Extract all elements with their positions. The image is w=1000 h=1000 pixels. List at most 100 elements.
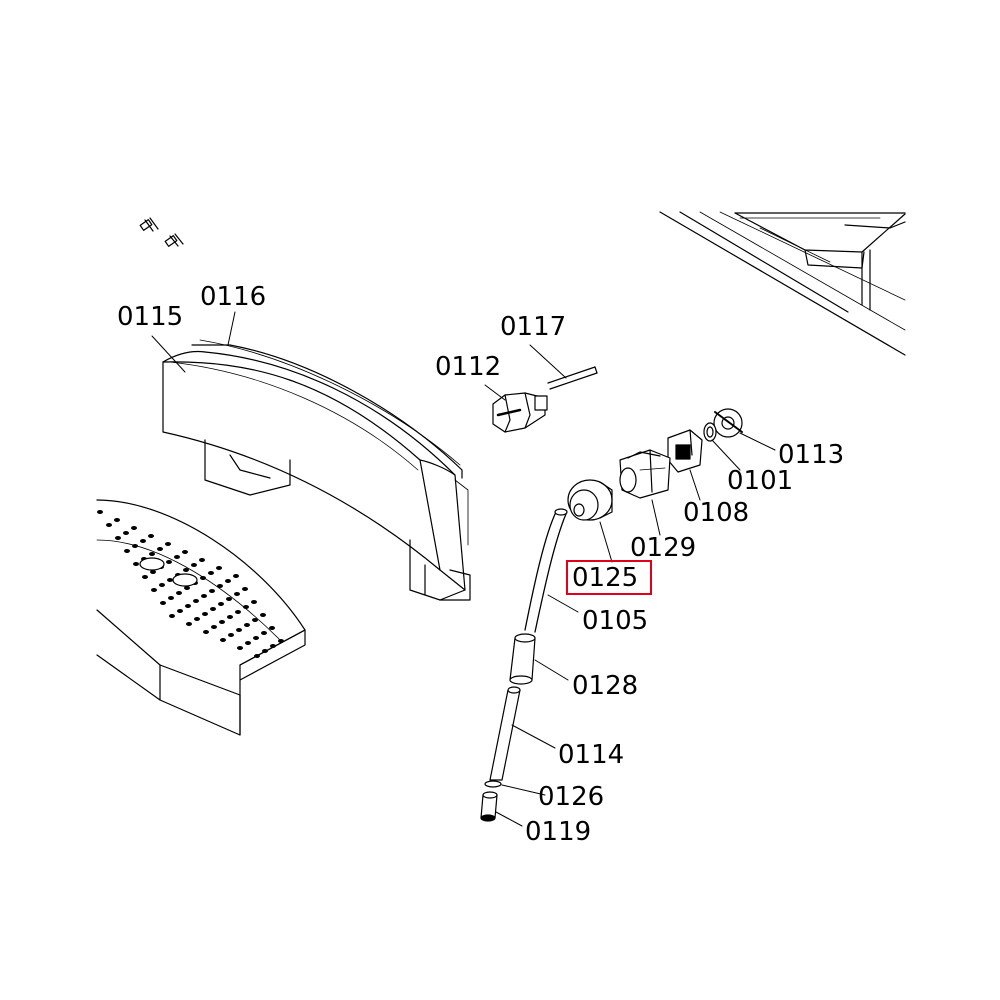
part-label-0115[interactable]: 0115	[117, 302, 184, 332]
tray-hole	[131, 526, 137, 530]
part-label-0125[interactable]: 0125	[572, 563, 639, 593]
tray-hole	[211, 625, 217, 629]
tray-hole	[245, 641, 251, 645]
tray-hole	[225, 579, 231, 583]
tray-hole	[150, 570, 156, 574]
connector-part	[509, 633, 536, 685]
tray-hole	[194, 617, 200, 621]
part-label-0108[interactable]: 0108	[683, 498, 750, 528]
tray-hole	[157, 547, 163, 551]
pin-part	[547, 366, 598, 390]
part-label-0126[interactable]: 0126	[538, 782, 605, 812]
tray-hole	[217, 584, 223, 588]
tray-hole	[253, 636, 259, 640]
hose-part	[524, 508, 568, 633]
tray-hole	[168, 596, 174, 600]
tray-hole	[228, 633, 234, 637]
tray-hole	[183, 568, 189, 572]
tray-hole	[115, 536, 121, 540]
tray-hole	[124, 549, 130, 553]
tray-hole	[270, 644, 276, 648]
tray-hole	[169, 614, 175, 618]
tray-hole	[210, 607, 216, 611]
tray-hole	[254, 654, 260, 658]
part-label-0114[interactable]: 0114	[558, 740, 625, 770]
tray-hole	[148, 534, 154, 538]
tray-hole	[261, 631, 267, 635]
part-label-0105[interactable]: 0105	[582, 606, 649, 636]
part-label-0119[interactable]: 0119	[525, 817, 592, 847]
leader-lines	[151, 311, 776, 827]
tray-hole	[159, 583, 165, 587]
tray-hole	[182, 550, 188, 554]
tray-hole	[151, 588, 157, 592]
screws-pair	[139, 217, 184, 247]
tray-hole	[209, 589, 215, 593]
valve-knob-part	[492, 392, 548, 433]
tray-hole	[252, 618, 258, 622]
tray-hole	[220, 638, 226, 642]
machine-housing-corner	[659, 211, 906, 356]
tray-hole	[199, 558, 205, 562]
tray-hole	[234, 592, 240, 596]
tray-hole	[208, 571, 214, 575]
tray-hole	[133, 562, 139, 566]
tray-hole	[185, 604, 191, 608]
tray-hole	[236, 628, 242, 632]
tray-hole	[149, 552, 155, 556]
tray-hole	[160, 601, 166, 605]
nozzle-part	[480, 791, 498, 822]
tray-hole	[142, 575, 148, 579]
tray-hole	[200, 576, 206, 580]
front-panel	[162, 339, 471, 601]
tray-hole	[193, 599, 199, 603]
part-label-0116[interactable]: 0116	[200, 282, 267, 312]
tray-hole	[186, 622, 192, 626]
tray-hole	[235, 610, 241, 614]
tray-hole	[174, 555, 180, 559]
tray-hole	[278, 639, 284, 643]
tray-hole	[227, 615, 233, 619]
tray-hole	[251, 600, 257, 604]
tray-hole	[237, 646, 243, 650]
tray-hole	[166, 560, 172, 564]
tray-hole	[262, 649, 268, 653]
tray-hole	[269, 626, 275, 630]
tray-hole	[201, 594, 207, 598]
tray-hole	[216, 566, 222, 570]
pump-body	[619, 449, 671, 499]
tray-hole	[242, 587, 248, 591]
part-label-0101[interactable]: 0101	[727, 466, 794, 496]
tube-part	[489, 686, 521, 781]
cap-part-0125	[567, 479, 613, 521]
tray-hole	[203, 630, 209, 634]
part-label-0113[interactable]: 0113	[778, 440, 845, 470]
tray-hole	[165, 542, 171, 546]
part-label-0117[interactable]: 0117	[500, 312, 567, 342]
tray-hole	[218, 602, 224, 606]
o-ring-part	[484, 780, 502, 788]
tray-hole	[260, 613, 266, 617]
highlight-frame	[566, 560, 652, 595]
part-label-0112[interactable]: 0112	[435, 352, 502, 382]
tray-hole	[191, 563, 197, 567]
drip-tray	[96, 499, 306, 736]
tray-hole	[140, 539, 146, 543]
tray-hole	[177, 609, 183, 613]
tray-hole	[233, 574, 239, 578]
tray-hole	[123, 531, 129, 535]
tray-hole	[244, 623, 250, 627]
tray-hole	[132, 544, 138, 548]
tray-hole	[219, 620, 225, 624]
valve-fittings	[667, 408, 743, 473]
tray-hole	[184, 586, 190, 590]
part-label-0129[interactable]: 0129	[630, 533, 697, 563]
tray-hole	[226, 597, 232, 601]
tray-hole	[176, 591, 182, 595]
tray-hole	[202, 612, 208, 616]
part-label-0128[interactable]: 0128	[572, 671, 639, 701]
tray-hole	[167, 578, 173, 582]
tray-hole	[114, 518, 120, 522]
